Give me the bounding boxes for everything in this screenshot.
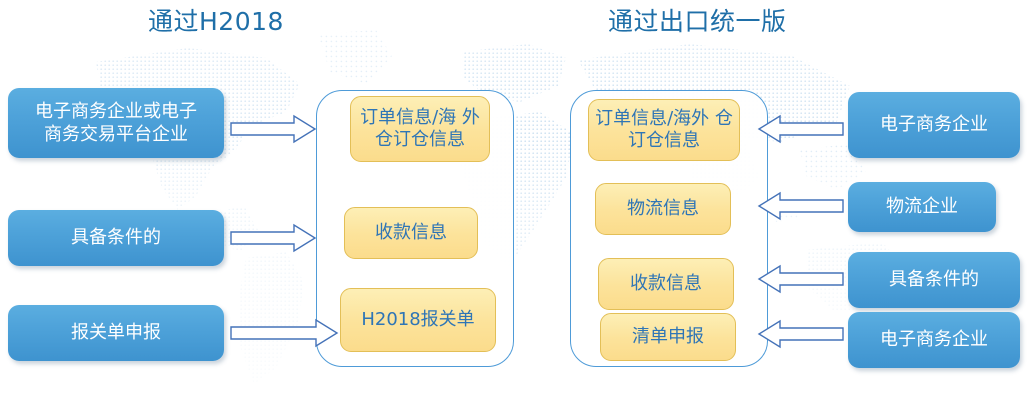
actor-label: 报关单申报 xyxy=(71,322,161,344)
actor-label: 电子商务企业 xyxy=(880,329,988,351)
flow-arrow-right-3 xyxy=(230,318,339,348)
chip-payment-info-right[interactable]: 收款信息 xyxy=(598,258,734,310)
chip-order-and-overseas-warehouse-info-right[interactable]: 订单信息/海外 仓订仓信息 xyxy=(588,99,740,161)
actor-label: 电子商务企业 xyxy=(880,114,988,136)
actor-qualified-entity-left[interactable]: 具备条件的 xyxy=(8,210,224,266)
chip-label: H2018报关单 xyxy=(361,308,475,330)
chip-label: 收款信息 xyxy=(630,272,702,294)
chip-label: 收款信息 xyxy=(375,221,447,243)
chip-manifest-filing[interactable]: 清单申报 xyxy=(600,313,736,361)
flow-arrow-right-2 xyxy=(230,223,317,253)
chip-label: 清单申报 xyxy=(632,325,704,347)
chip-h2018-declaration-form[interactable]: H2018报关单 xyxy=(340,288,496,352)
actor-ecommerce-enterprise-right-2[interactable]: 电子商务企业 xyxy=(848,312,1020,368)
flow-arrow-left-2 xyxy=(757,191,844,221)
actor-declaration-form-filing[interactable]: 报关单申报 xyxy=(8,305,224,361)
actor-label: 具备条件的 xyxy=(71,227,161,249)
actor-label: 物流企业 xyxy=(886,196,958,218)
actor-logistics-enterprise[interactable]: 物流企业 xyxy=(848,182,996,232)
actor-qualified-entity-right[interactable]: 具备条件的 xyxy=(848,252,1020,308)
actor-ecommerce-enterprise-right-1[interactable]: 电子商务企业 xyxy=(848,92,1020,158)
flow-arrow-left-4 xyxy=(757,319,844,349)
panel-title-right: 通过出口统一版 xyxy=(608,7,787,36)
flow-arrow-left-1 xyxy=(757,114,844,144)
chip-payment-info-left[interactable]: 收款信息 xyxy=(344,207,478,259)
actor-label: 电子商务企业或电子 商务交易平台企业 xyxy=(35,100,197,145)
chip-label: 物流信息 xyxy=(627,197,699,219)
actor-label: 具备条件的 xyxy=(889,269,979,291)
flow-arrow-left-3 xyxy=(757,264,844,294)
panel-title-left: 通过H2018 xyxy=(148,7,284,36)
chip-order-and-overseas-warehouse-info-left[interactable]: 订单信息/海 外仓订仓信息 xyxy=(350,96,490,162)
chip-label: 订单信息/海外 仓订仓信息 xyxy=(595,107,733,152)
flow-arrow-right-1 xyxy=(230,114,317,144)
chip-label: 订单信息/海 外仓订仓信息 xyxy=(360,106,480,151)
chip-logistics-info[interactable]: 物流信息 xyxy=(595,183,731,235)
actor-ecommerce-or-platform-enterprise[interactable]: 电子商务企业或电子 商务交易平台企业 xyxy=(8,88,224,158)
